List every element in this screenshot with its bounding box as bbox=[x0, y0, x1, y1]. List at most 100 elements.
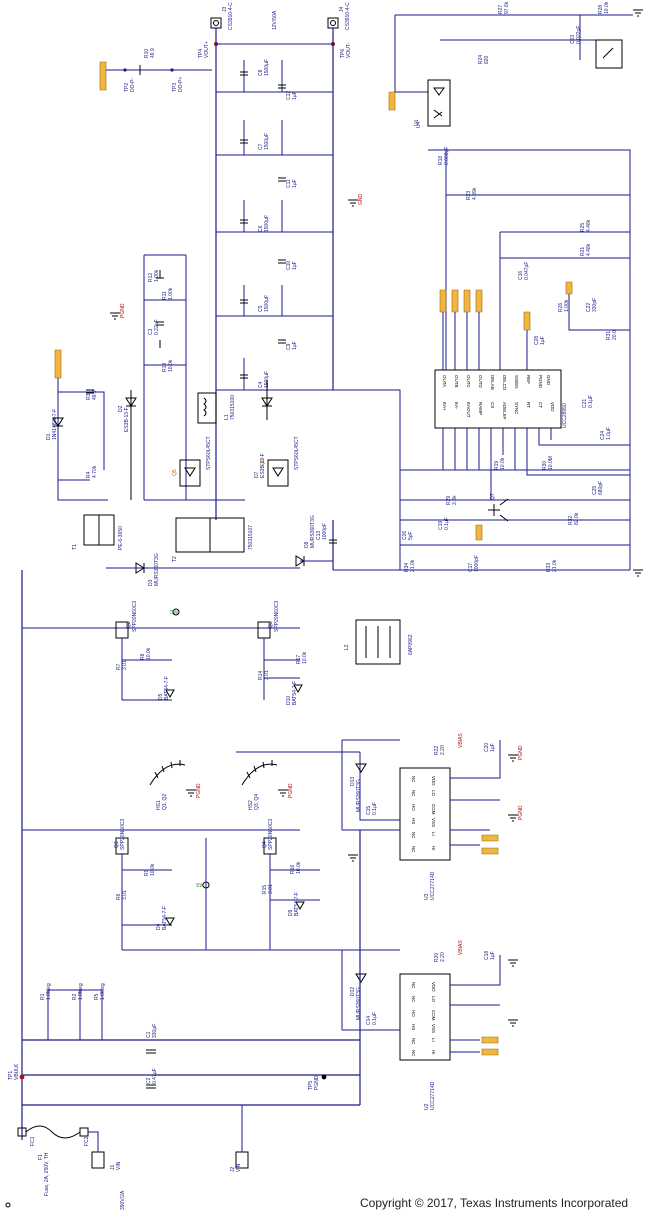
u1-pin-adelef: ADELEF bbox=[502, 402, 507, 420]
q3-label: Q3 bbox=[268, 621, 274, 628]
q6-label: Q6 bbox=[260, 459, 266, 466]
gate-driver-u2: D12 MURS360T3G R20 2.20 C18 1µF C14 0.1µ… bbox=[341, 940, 501, 1110]
fc1-label: FC1 bbox=[30, 1136, 36, 1146]
d12-label: D12 bbox=[350, 987, 356, 996]
vout-minus-label: VOUT- bbox=[346, 42, 352, 58]
d4-value: BAT54-7-F bbox=[162, 906, 168, 930]
gate-driver-u3: D13 MURS360T3G R22 2.20 C20 1µF C15 0.1µ… bbox=[236, 733, 501, 900]
copyright-notice: Copyright © 2017, Texas Instruments Inco… bbox=[360, 1196, 629, 1210]
r30-value: 10.0M bbox=[548, 456, 554, 470]
r8-value: 10.0k bbox=[146, 647, 152, 660]
r23-value: 4.99k bbox=[472, 187, 478, 200]
r19-label: R19 bbox=[494, 461, 500, 470]
r24-label: R24 bbox=[478, 55, 484, 64]
q7-label: Q7 bbox=[490, 493, 496, 500]
q1-label: Q1 bbox=[114, 841, 120, 848]
testpoint-tp1-icon bbox=[19, 1074, 25, 1080]
connector-j4-icon bbox=[327, 17, 339, 29]
r3-label: R3 bbox=[86, 393, 92, 400]
j4-label: J4 bbox=[339, 7, 345, 13]
r15-value: 3.01 bbox=[268, 884, 274, 894]
u2-pin-labels: NC NC HO HS NC NC VDD LO COM VSS LI HI bbox=[411, 982, 436, 1057]
r23-label: R23 bbox=[466, 191, 472, 200]
j2-label: J2 bbox=[230, 1167, 236, 1173]
vbias-label-2: VBIAS bbox=[458, 940, 464, 955]
r20-value: 2.20 bbox=[440, 952, 446, 962]
u2-pin-nc4: NC bbox=[411, 1050, 416, 1057]
bridge-lower: SW Q1 SPP20N60C3 Q4 SPP20N60C3 R9 10.0k … bbox=[114, 819, 360, 951]
r7-value: 3.01 bbox=[122, 660, 128, 670]
ic-u3-body bbox=[399, 767, 451, 861]
c1-value: 330µF bbox=[152, 1024, 158, 1038]
r10-label: R10 bbox=[144, 49, 150, 58]
u1-pin-ramp: RAMP bbox=[478, 402, 483, 415]
c20-value: 1µF bbox=[490, 743, 496, 752]
c15-value: 0.1µF bbox=[372, 802, 378, 815]
r9-label: R9 bbox=[144, 869, 150, 876]
f1-value: Fuse, 2A, 250V, TH bbox=[44, 1152, 50, 1196]
diode-d12-icon bbox=[355, 973, 367, 983]
u1-pin-eaout: EAOUT bbox=[466, 402, 471, 418]
c19-label: C19 bbox=[438, 521, 444, 530]
vout-plus-label: VOUT+ bbox=[204, 41, 210, 58]
tp2-label: TP2 bbox=[124, 83, 130, 92]
q3-value: SPP20N60C3 bbox=[274, 601, 280, 632]
u2-pin-nc2: NC bbox=[411, 996, 416, 1003]
diode-d10-icon bbox=[293, 684, 303, 694]
pgnd-label-2: PGND bbox=[196, 783, 202, 798]
r9-value: 10.0k bbox=[150, 863, 156, 876]
r27-label: R27 bbox=[498, 5, 504, 14]
u1-pin-outc: OUTC bbox=[466, 375, 471, 388]
c2-value: 0.47µF bbox=[152, 1068, 158, 1084]
c4-label: C4 bbox=[258, 381, 264, 388]
d2-value: ES3B-13-F bbox=[124, 407, 130, 432]
sw2-label: SW bbox=[196, 883, 204, 889]
inductor-l1-icon bbox=[197, 392, 217, 424]
mosfet-q5-icon bbox=[179, 459, 201, 487]
r13-label: R13 bbox=[162, 363, 168, 372]
do-minus-label: DO-P- bbox=[130, 78, 136, 93]
r24-value: 820 bbox=[484, 55, 490, 64]
net-tag-outa bbox=[439, 289, 447, 313]
r20-label: R20 bbox=[434, 953, 440, 962]
net-tag-outd bbox=[475, 289, 483, 313]
r5-label: R5 bbox=[94, 993, 100, 1000]
u1-pin-cs: CS bbox=[490, 402, 495, 408]
c11-label: C11 bbox=[286, 179, 292, 188]
r4-value: 4.70k bbox=[92, 465, 98, 478]
connector-j3-icon bbox=[210, 17, 222, 29]
u2-pin-vss: VSS bbox=[431, 1024, 436, 1033]
r32-label: R32 bbox=[568, 516, 574, 525]
d12-value: MURS360T3G bbox=[356, 987, 362, 1020]
r2-value: 1.0Meg bbox=[78, 983, 84, 1000]
u2-pin-nc1: NC bbox=[411, 982, 416, 989]
bus-rating-label: 390V/2A bbox=[120, 1190, 126, 1210]
c22-label: C22 bbox=[586, 303, 592, 312]
u3-pin-ho: HO bbox=[411, 804, 416, 811]
r5-value: 1.0Meg bbox=[100, 983, 106, 1000]
c12-label: C12 bbox=[286, 91, 292, 100]
l2-label: L2 bbox=[344, 644, 350, 650]
q5-label: Q5 bbox=[172, 469, 178, 476]
r33-value: 21.0k bbox=[552, 559, 558, 572]
r11-label: R11 bbox=[162, 291, 168, 300]
d9-value: BAT54-7-F bbox=[294, 892, 300, 916]
tp3-label: TP3 bbox=[172, 83, 178, 92]
q4-value: SPP20N60C3 bbox=[268, 819, 274, 850]
r30-label: R30 bbox=[542, 461, 548, 470]
u1-pin-rt: RT bbox=[526, 402, 531, 408]
r26-label: R26 bbox=[558, 303, 564, 312]
c7-label: C7 bbox=[258, 143, 264, 150]
rating-label: 12V/50A bbox=[272, 10, 278, 30]
r6-value: 3.01 bbox=[122, 890, 128, 900]
d13-value: MURS360T3G bbox=[356, 779, 362, 812]
output-connectors: J3 CS3910-4-C J4 CS3910-4-C TP4 VOUT+ TP… bbox=[198, 2, 352, 58]
testpoint-tp5-icon bbox=[321, 1074, 327, 1080]
diode-d9-icon bbox=[295, 901, 305, 911]
r25-value: 4.48k bbox=[586, 219, 592, 232]
r1-label: R1 bbox=[40, 993, 46, 1000]
tp5-label: TP5 bbox=[308, 1081, 314, 1090]
c26-label: C26 bbox=[402, 531, 408, 540]
r17-label: R17 bbox=[296, 655, 302, 664]
j4-value: CS3910-4-C bbox=[345, 2, 351, 30]
